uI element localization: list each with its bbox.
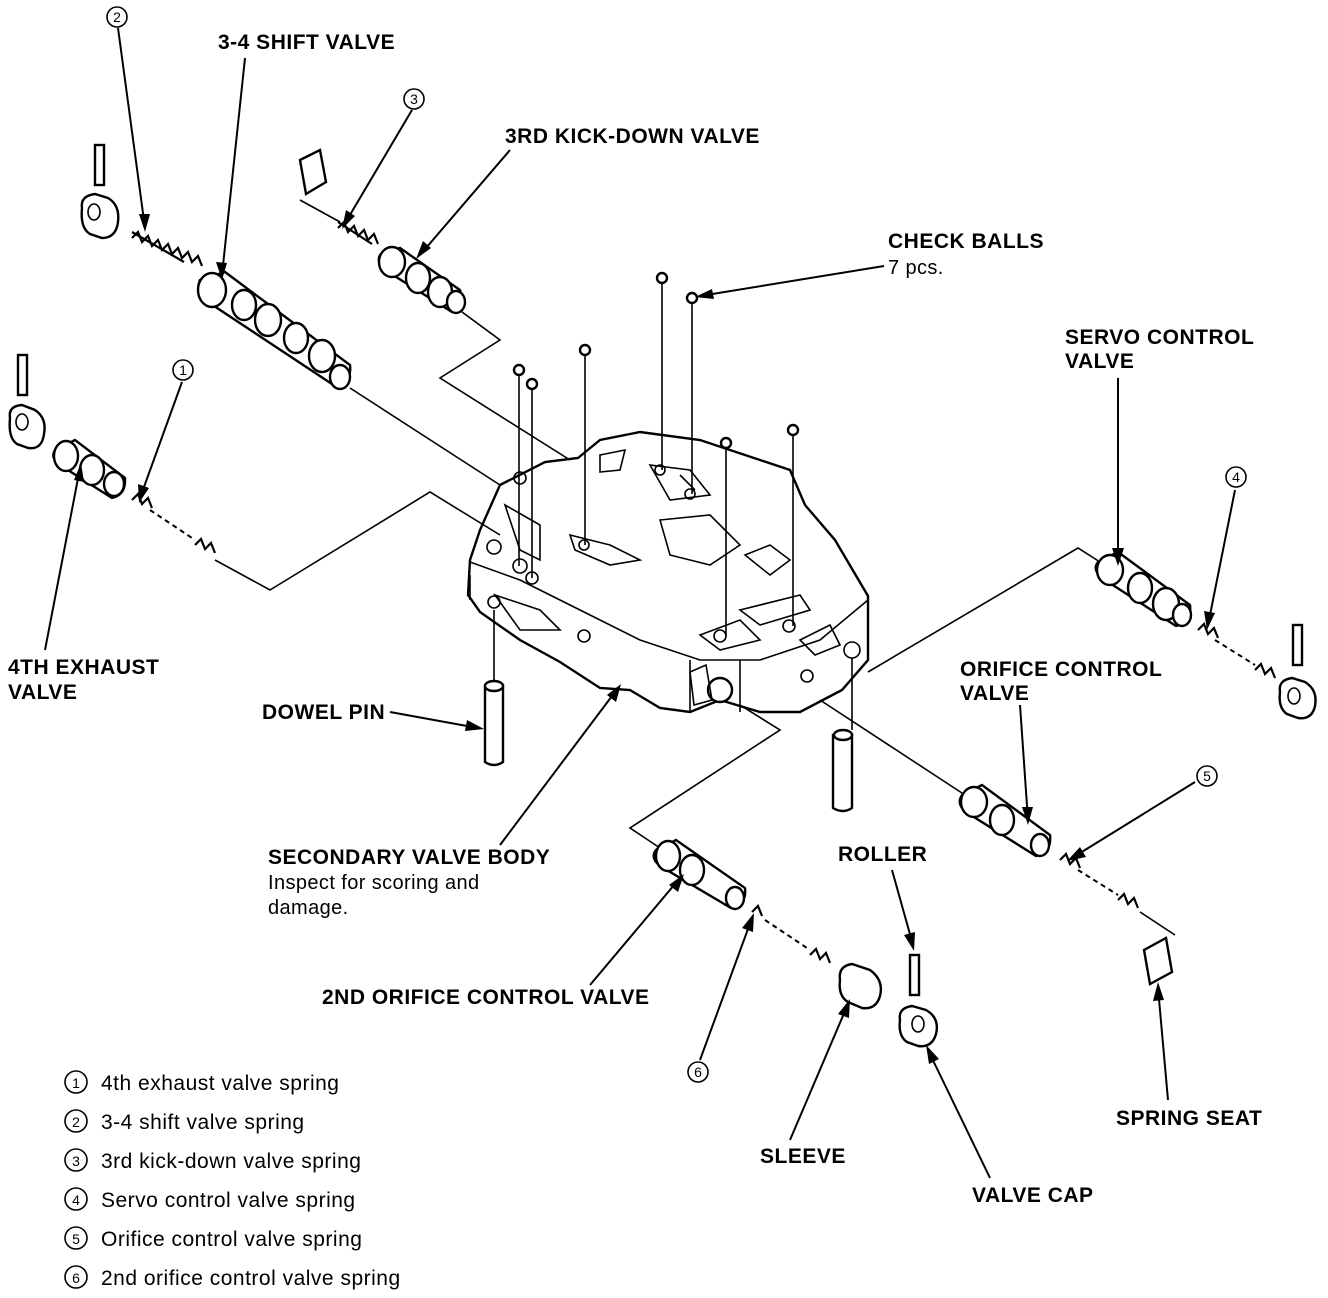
label-check-balls: CHECK BALLS [888,230,1044,253]
callout-6: 6 [687,1061,709,1083]
servo-control-group [867,547,1317,720]
label-spring-seat: SPRING SEAT [1116,1107,1262,1130]
shift-34-valve-group [80,143,501,486]
legend-item: 1 4th exhaust valve spring [64,1070,339,1095]
svg-text:1: 1 [179,362,187,378]
legend-text: Servo control valve spring [101,1189,356,1212]
callout-5: 5 [1196,765,1218,787]
note-secondary-valve-body: Inspect for scoring and [268,872,480,894]
label-orifice-2nd: 2ND ORIFICE CONTROL VALVE [322,986,650,1009]
legend-item: 6 2nd orifice control valve spring [64,1265,401,1290]
label-servo-control: SERVO CONTROL [1065,326,1254,349]
label-servo-control-2: VALVE [1065,350,1134,373]
check-balls [512,271,800,636]
roller-pin [1291,623,1304,667]
dowel-pin [831,733,854,813]
sleeve [838,962,883,1010]
legend-item: 4 Servo control valve spring [64,1187,356,1212]
valve-cap [1278,676,1317,720]
label-sleeve: SLEEVE [760,1145,846,1168]
roller [908,953,921,997]
label-dowel-pin: DOWEL PIN [262,701,385,724]
check-ball [525,377,539,391]
label-secondary-valve-body: SECONDARY VALVE BODY [268,846,550,869]
legend-text: 3-4 shift valve spring [101,1111,305,1134]
svg-text:2: 2 [113,9,121,25]
kickdown-3rd-valve [377,245,467,315]
spring-seat [298,148,328,196]
callout-1: 1 [172,359,194,381]
check-ball [786,423,800,437]
legend-number: 1 [72,1075,80,1091]
legend-text: 4th exhaust valve spring [101,1072,339,1095]
svg-text:5: 5 [1203,768,1211,784]
check-ball [685,291,699,305]
legend-text: Orifice control valve spring [101,1228,362,1251]
spring-4 [1197,622,1220,639]
spring-6 [751,904,764,917]
orifice-control-valve [958,783,1052,858]
dowel-pins [483,610,854,813]
check-ball [719,436,733,450]
roller-pin [16,353,29,397]
legend-number: 5 [72,1231,80,1247]
orifice-2nd-group [628,704,939,1048]
check-ball [512,363,526,377]
legend-text: 2nd orifice control valve spring [101,1267,401,1290]
note-secondary-valve-body-2: damage. [268,897,349,919]
legend-number: 4 [72,1192,80,1208]
orifice-control-group [819,699,1176,986]
svg-text:4: 4 [1232,469,1240,485]
exhaust-4th-valve [52,438,127,500]
label-valve-cap: VALVE CAP [972,1184,1094,1207]
legend-item: 3 3rd kick-down valve spring [64,1148,361,1173]
spring-1 [131,492,154,509]
legend-item: 2 3-4 shift valve spring [64,1109,305,1134]
check-ball [655,271,669,285]
label-shift-34-valve: 3-4 SHIFT VALVE [218,31,395,54]
label-roller: ROLLER [838,843,927,866]
roller-pin [93,143,106,187]
shift-34-valve [196,270,352,391]
legend-number: 2 [72,1114,80,1130]
secondary-valve-body [466,430,870,714]
callout-2: 2 [106,6,128,28]
svg-text:6: 6 [694,1064,702,1080]
dowel-pin [483,684,505,767]
label-check-balls-count: 7 pcs. [888,257,944,279]
spring-legend: 1 4th exhaust valve spring 2 3-4 shift valv… [64,1070,401,1290]
spring-5 [1059,852,1082,869]
spring-seat [1142,936,1174,986]
label-orifice-control-2: VALVE [960,682,1029,705]
svg-text:3: 3 [410,91,418,107]
label-exhaust-4th: 4TH EXHAUST [8,656,159,679]
leader-lines [44,27,1236,1179]
exhaust-4th-group [8,353,501,591]
callout-3: 3 [403,88,425,110]
label-exhaust-4th-2: VALVE [8,681,77,704]
legend-number: 3 [72,1153,80,1169]
legend-text: 3rd kick-down valve spring [101,1150,361,1173]
orifice-2nd-valve [652,838,747,911]
legend-number: 6 [72,1270,80,1286]
label-orifice-control: ORIFICE CONTROL [960,658,1162,681]
servo-control-valve [1094,550,1193,628]
label-kickdown-3rd-valve: 3RD KICK-DOWN VALVE [505,125,760,148]
kickdown-3rd-group [298,148,571,461]
valve-cap [898,1004,939,1048]
check-ball [578,343,592,357]
callout-4: 4 [1225,466,1247,488]
legend-item: 5 Orifice control valve spring [64,1226,362,1251]
